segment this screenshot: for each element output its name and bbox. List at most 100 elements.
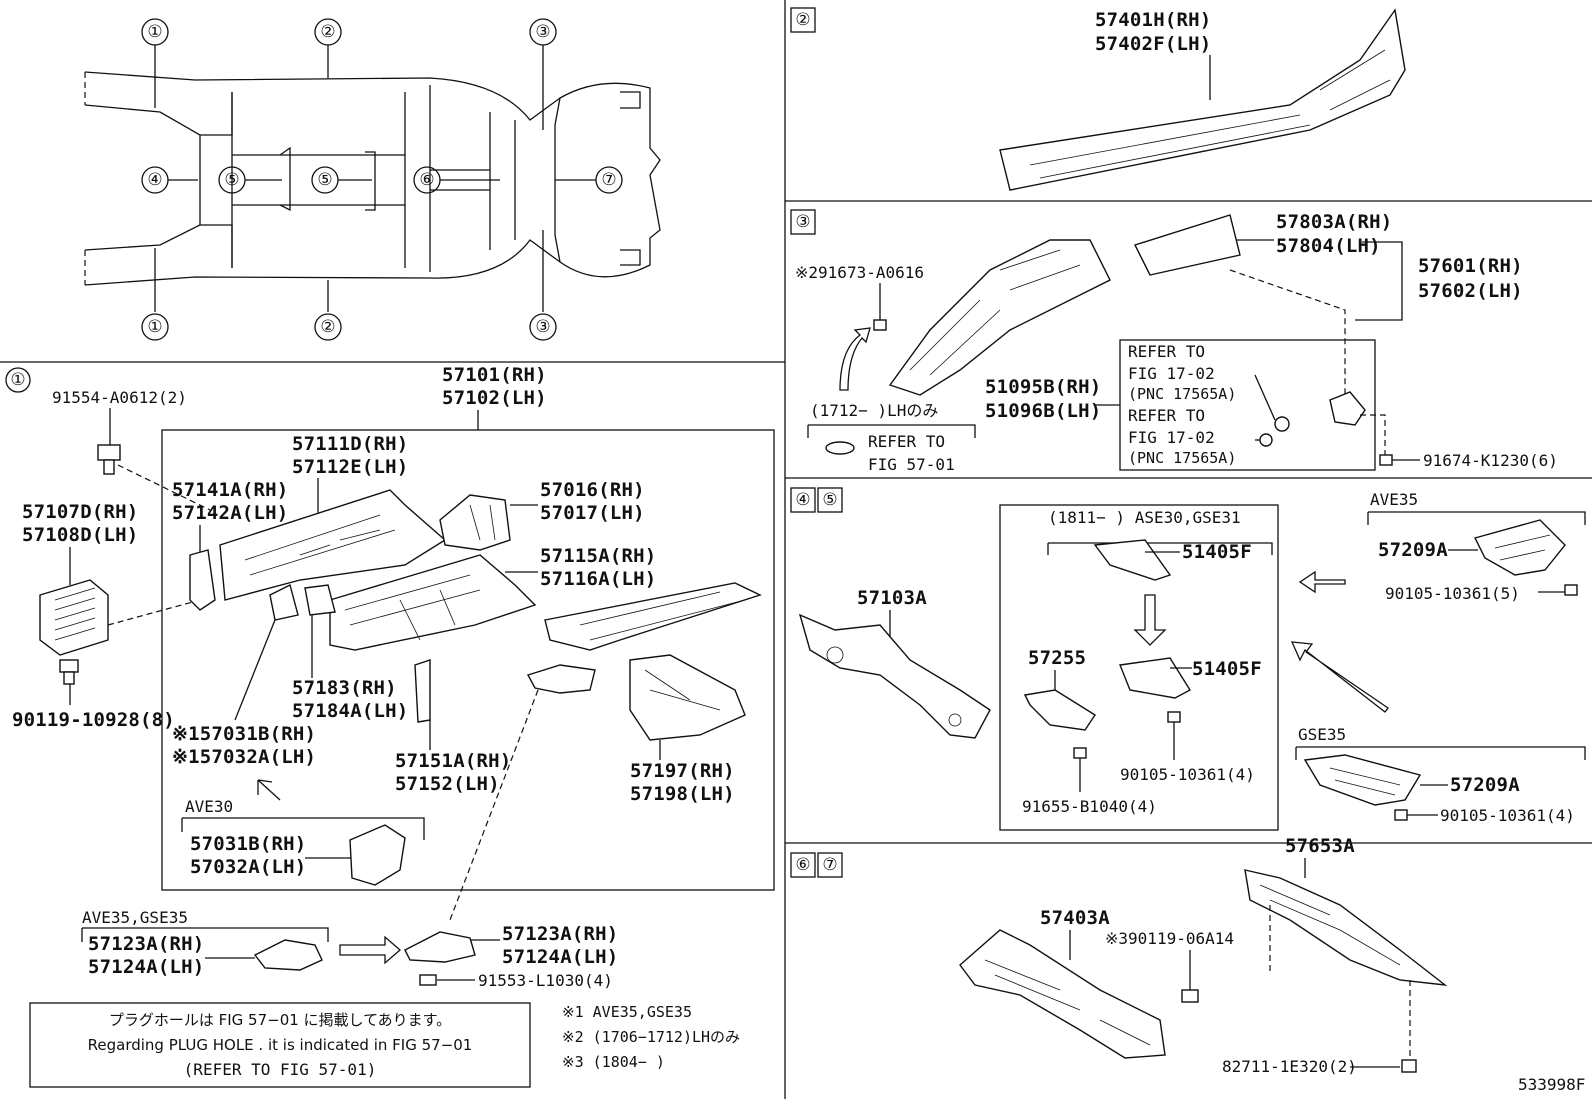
refer-fig-57-01-a: REFER TO: [868, 432, 945, 451]
bolt-91674-drawing: [1379, 454, 1393, 466]
range-1712: (1712− )LHのみ: [810, 401, 938, 420]
overview-callouts: ① ② ③ ① ② ③ ④ ⑤ ⑤ ⑥ ⑦: [141, 18, 623, 341]
part-57101: 57101(RH): [442, 364, 547, 386]
part-57804: 57804(LH): [1276, 235, 1381, 257]
part-57151: 57151A(RH): [395, 750, 511, 772]
callout-5b: ⑤: [317, 170, 332, 190]
part-57209-gse35: 57209A: [1450, 774, 1520, 796]
overview-floor-plan: [84, 71, 661, 286]
callout-circle-4: [141, 166, 169, 194]
range-1811: (1811− ) ASE30,GSE31: [1048, 508, 1241, 527]
callout-circle-3-top: [529, 18, 557, 46]
plug-drawing: [825, 441, 855, 455]
bolt-91553-drawing: [419, 974, 437, 986]
bracket-51405-top-drawing: [1093, 539, 1172, 581]
callout-circle-1-top: [141, 18, 169, 46]
bracket-57123-drawing: [404, 931, 476, 963]
member-57103-drawing: [798, 613, 991, 739]
overview-leaders: [154, 45, 596, 312]
part-57184: 57184A(LH): [292, 700, 408, 722]
part-57403: 57403A: [1040, 907, 1110, 929]
plate-57141-drawing: [189, 549, 216, 611]
member-57803-drawing: [1134, 214, 1241, 276]
figure-id: 533998F: [1518, 1075, 1585, 1094]
note-english: Regarding PLUG HOLE . it is indicated in…: [88, 1036, 473, 1054]
part-57142: 57142A(LH): [172, 502, 288, 524]
part-57183: 57183(RH): [292, 677, 397, 699]
nut-90119-drawing: [1181, 989, 1199, 1003]
part-57112: 57112E(LH): [292, 456, 408, 478]
part-57123a-2: 57123A(RH): [502, 923, 618, 945]
plug-hole-note-box: [29, 1002, 531, 1088]
note-refer: (REFER TO FIG 57-01): [184, 1060, 377, 1079]
footnote-1: ※1 AVE35,GSE35: [562, 1003, 692, 1021]
part-90105-b: 90105-10361(5): [1385, 584, 1520, 603]
part-57016: 57016(RH): [540, 479, 645, 501]
bolt-91554-drawing: [97, 444, 121, 475]
rail-drawing: [544, 582, 762, 651]
label-ave35: AVE35: [1370, 490, 1418, 509]
part-91674: 91674-K1230(6): [1423, 451, 1558, 470]
callout-5a: ⑤: [224, 170, 239, 190]
label-gse35: GSE35: [1298, 725, 1346, 744]
assembly-frame-57101: [161, 429, 775, 891]
refer-line-3: (PNC 17565A): [1128, 385, 1236, 403]
part-51405-bottom: 51405F: [1192, 658, 1262, 680]
bolt-90105-b-drawing: [1564, 584, 1578, 596]
crossmember-57209-gse35-drawing: [1303, 754, 1422, 806]
part-51405-top: 51405F: [1182, 541, 1252, 563]
section-7-badge: ⑦: [822, 855, 837, 875]
bracket-57123-variant-drawing: [253, 939, 323, 971]
part-57402: 57402F(LH): [1095, 33, 1211, 55]
part-57255: 57255: [1028, 647, 1086, 669]
part-57653: 57653A: [1285, 835, 1355, 857]
part-57602: 57602(LH): [1418, 280, 1523, 302]
part-57123a-1: 57123A(RH): [88, 933, 204, 955]
rocker-panel-57401-drawing: [999, 8, 1406, 191]
part-57107: 57107D(RH): [22, 501, 138, 523]
callout-circle-5a: [218, 166, 246, 194]
part-57601: 57601(RH): [1418, 255, 1523, 277]
callout-4: ④: [147, 170, 162, 190]
apron-member-drawing: [888, 239, 1111, 396]
part-57031b-ave30: 57031B(RH): [190, 833, 306, 855]
part-57102: 57102(LH): [442, 387, 547, 409]
refer-line-2: FIG 17-02: [1128, 364, 1215, 383]
bracket-57183-drawing: [269, 583, 336, 621]
part-90105-c: 90105-10361(4): [1440, 806, 1575, 825]
part-57111: 57111D(RH): [292, 433, 408, 455]
part-57032a-ave30: 57032A(LH): [190, 856, 306, 878]
arrow-curved-icon: [839, 327, 871, 391]
section-1-badge: ①: [10, 370, 25, 390]
section-3-badge: ③: [795, 212, 810, 232]
part-57152: 57152(LH): [395, 773, 500, 795]
bracket-57031b-drawing: [349, 824, 406, 886]
part-57803: 57803A(RH): [1276, 211, 1392, 233]
bolt-90105-c-drawing: [1394, 809, 1408, 821]
arrow-down-icon: [1133, 594, 1167, 646]
arrow-up-left-large-icon: [1290, 641, 1389, 713]
bolt-90105-a-drawing: [1167, 711, 1181, 723]
part-57197: 57197(RH): [630, 760, 735, 782]
part-57141: 57141A(RH): [172, 479, 288, 501]
refer-line-1: REFER TO: [1128, 342, 1205, 361]
frame-57115-drawing: [329, 554, 537, 651]
bolt-291673-drawing: [873, 319, 887, 331]
callout-circle-7: [595, 166, 623, 194]
brace-57255-drawing: [1023, 689, 1096, 731]
part-57124a-1: 57124A(LH): [88, 956, 204, 978]
crossmember-57653-drawing: [1244, 869, 1448, 986]
callout-circle-5b: [311, 166, 339, 194]
section-6-7: ⑥ ⑦ 57653A 57403A ※390119-06A14 82711-1E…: [790, 835, 1585, 1094]
arrow-right-icon: [339, 935, 401, 965]
bracket-51405-bottom-drawing: [1119, 657, 1191, 699]
part-82711: 82711-1E320(2): [1222, 1057, 1357, 1076]
bolt-91655-drawing: [1073, 747, 1087, 759]
section-5-badge: ⑤: [822, 490, 837, 510]
refer-line-6: (PNC 17565A): [1128, 449, 1236, 467]
callout-circle-3-bottom: [529, 313, 557, 341]
part-91553: 91553-L1030(4): [478, 971, 613, 990]
callout-6: ⑥: [419, 170, 434, 190]
